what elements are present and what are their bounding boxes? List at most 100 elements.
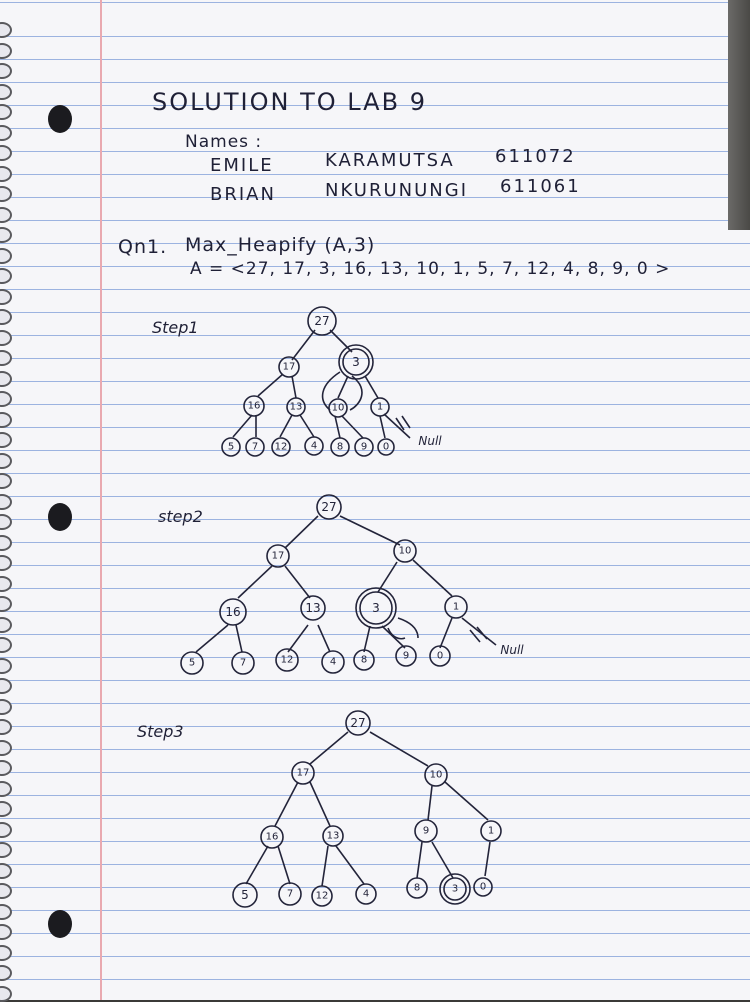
- tree-node-circle: [286, 397, 306, 417]
- tree-node-value: 13: [290, 402, 303, 413]
- tree-node-value: 4: [311, 441, 317, 452]
- tree-node-value: 8: [361, 655, 367, 666]
- tree-node-value: 17: [283, 362, 296, 373]
- tree-node-circle: [266, 544, 290, 568]
- spiral-ring: [0, 965, 12, 981]
- tree-node-value: 12: [275, 442, 288, 453]
- tree-node-value: 16: [248, 401, 261, 412]
- spiral-ring: [0, 186, 12, 202]
- tree-node-value: 3: [372, 601, 380, 615]
- spiral-ring: [0, 842, 12, 858]
- member-last-name: NKURUNUNGI: [325, 180, 469, 201]
- tree-node-circle: [231, 651, 255, 675]
- tree-node-circle: [345, 710, 371, 736]
- spiral-ring: [0, 698, 12, 715]
- spiral-ring: [0, 124, 12, 141]
- tree-node-value: 3: [352, 355, 360, 369]
- tree-node-value: 9: [361, 442, 367, 453]
- spiral-ring: [0, 493, 12, 510]
- punch-hole: [48, 910, 72, 938]
- tree-node-circle: [221, 437, 241, 457]
- margin-line: [100, 0, 102, 1000]
- tree-node-circle: [406, 877, 428, 899]
- spiral-ring: [0, 145, 12, 161]
- spiral-ring: [0, 268, 12, 284]
- tree-node-value: 4: [363, 889, 369, 900]
- tree-node-value: 27: [350, 716, 365, 730]
- tree-node-circle: [395, 645, 417, 667]
- step-label: Step1: [152, 318, 199, 337]
- tree-node-circle: [307, 306, 337, 336]
- tree-node-circle: [443, 877, 467, 901]
- tree-node-value: 0: [383, 442, 389, 453]
- tree-node-circle: [370, 397, 390, 417]
- spiral-ring: [0, 247, 12, 264]
- spiral-ring: [0, 903, 12, 920]
- punch-hole: [48, 503, 72, 531]
- tree-edges: [245, 731, 491, 887]
- spiral-ring: [0, 104, 12, 120]
- spiral-ring: [0, 739, 12, 756]
- member-id: 611072: [495, 146, 576, 167]
- page-title: SOLUTION TO LAB 9: [152, 88, 427, 116]
- null-cross-mark: [395, 415, 411, 431]
- spiral-ring: [0, 206, 12, 223]
- member-first-name: EMILE: [210, 155, 274, 176]
- member-first-name: BRIAN: [210, 184, 276, 205]
- tree-node-circle: [275, 648, 299, 672]
- spiral-ring: [0, 616, 12, 633]
- spiral-ring: [0, 596, 12, 612]
- spiral-ring: [0, 821, 12, 838]
- tree-node-circle: [245, 437, 265, 457]
- tree-node-value: 27: [321, 500, 336, 514]
- tree-node-circle: [473, 877, 493, 897]
- tree-node-circle: [232, 882, 258, 908]
- tree-node-value: 17: [297, 768, 310, 779]
- spiral-ring: [0, 657, 12, 674]
- spiral-ring: [0, 575, 12, 592]
- tree-node-circle: [219, 598, 247, 626]
- tree-node-value: 0: [437, 651, 443, 662]
- spiral-ring: [0, 22, 12, 38]
- tree-node-value: 13: [327, 831, 340, 842]
- tree-node-value: 10: [430, 770, 443, 781]
- tree-node-value: 5: [241, 888, 249, 902]
- background-surface: [728, 0, 750, 230]
- step-label: Step3: [137, 722, 184, 741]
- question-call: Max_Heapify (A,3): [185, 234, 376, 256]
- tree-node-value: 4: [330, 657, 336, 668]
- tree-node-circle: [355, 883, 377, 905]
- tree-node-value: 12: [316, 891, 329, 902]
- spiral-ring: [0, 760, 12, 776]
- member-id: 611061: [500, 176, 581, 197]
- spiral-ring: [0, 227, 12, 243]
- tree-node-value: 7: [252, 442, 258, 453]
- spiral-ring: [0, 63, 12, 79]
- tree-node-circle: [291, 761, 315, 785]
- spiral-ring: [0, 514, 12, 530]
- member-last-name: KARAMUTSA: [325, 150, 455, 171]
- tree-node-value: 27: [314, 314, 329, 328]
- tree-node-circle: [359, 591, 393, 625]
- spiral-ring: [0, 288, 12, 305]
- spiral-ring: [0, 678, 12, 694]
- tree-node-value: 0: [480, 882, 486, 893]
- tree-node-value: 3: [452, 884, 458, 895]
- step-label: step2: [158, 507, 203, 526]
- question-label: Qn1.: [118, 236, 168, 258]
- tree-node-circle: [278, 356, 300, 378]
- names-label: Names :: [185, 132, 263, 152]
- tree-node-circle: [278, 882, 302, 906]
- tree-node-circle: [353, 649, 375, 671]
- tree-node-value: 9: [403, 651, 409, 662]
- tree-node-circle: [414, 819, 438, 843]
- tree-node-value: 8: [337, 442, 343, 453]
- spiral-ring: [0, 391, 12, 407]
- spiral-ring: [0, 350, 12, 366]
- spiral-ring: [0, 924, 12, 940]
- spiral-ring: [0, 42, 12, 59]
